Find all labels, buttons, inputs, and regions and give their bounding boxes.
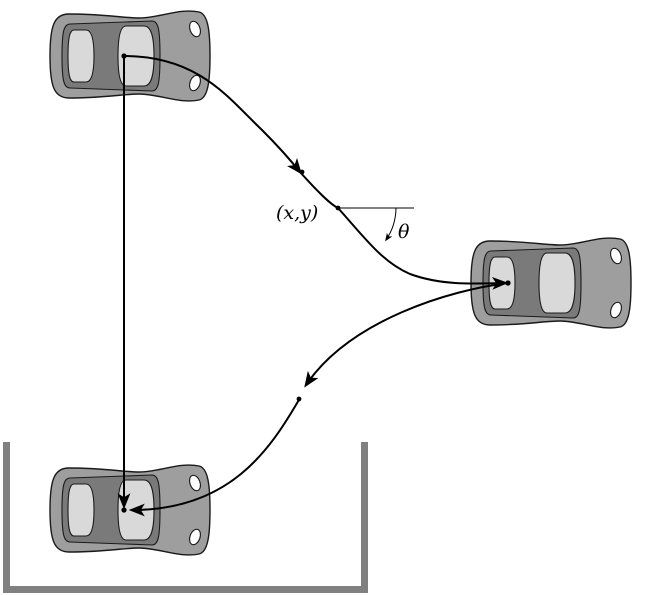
angle-arc (385, 207, 397, 242)
forward-path-arrow (123, 55, 302, 175)
parked-point (121, 507, 127, 513)
car-parked (49, 464, 211, 556)
forward-path-end (299, 171, 509, 290)
state-label: (x,y) (276, 202, 318, 224)
reverse-path-end (128, 397, 301, 517)
path-point-1 (299, 169, 305, 175)
parking-bay (3, 442, 368, 593)
angle-label: θ (398, 221, 410, 243)
reverse-path-arrow (304, 282, 509, 388)
path-point-2 (296, 396, 302, 402)
intermediate-point (505, 280, 511, 286)
start-point (121, 53, 127, 59)
